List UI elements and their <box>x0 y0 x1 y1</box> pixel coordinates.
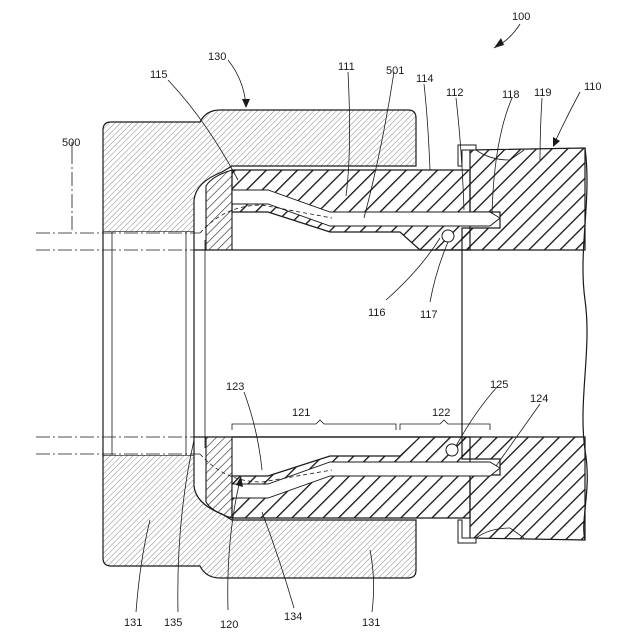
label-body-wall: 119 <box>534 87 552 99</box>
label-pipe-end: 501 <box>386 65 404 77</box>
pipe-bore <box>206 252 462 436</box>
label-outer-surface: 114 <box>416 73 434 85</box>
label-first-seal-part: 111 <box>338 61 355 73</box>
label-first-step: 112 <box>446 87 464 99</box>
label-first-protrusion: 117 <box>420 309 438 321</box>
label-thread: 118 <box>502 89 520 101</box>
label-assembly: 100 <box>512 11 530 23</box>
body-upper-section <box>462 148 585 250</box>
body-lower-section <box>462 437 585 540</box>
label-pipe: 500 <box>62 137 80 149</box>
label-sleeve: 120 <box>220 619 238 631</box>
label-lower-taper: 123 <box>226 381 244 393</box>
label-nut-section-right: 131 <box>362 617 380 629</box>
label-lower-thread: 124 <box>530 393 548 405</box>
label-lower-step: 122 <box>432 407 450 419</box>
nut-bore <box>103 232 194 455</box>
label-lower-protrusion: 125 <box>490 379 508 391</box>
sleeve-front-lower <box>206 437 232 518</box>
sleeve-front-upper <box>206 170 232 250</box>
seal-protrusion-upper <box>442 230 454 242</box>
label-nut: 130 <box>208 51 226 63</box>
label-sleeve-front: 134 <box>284 611 302 623</box>
label-upper-seal-part: 121 <box>292 407 310 419</box>
label-body: 110 <box>584 81 602 93</box>
label-nut-section-left: 131 <box>124 617 142 629</box>
sleeve-upper-section <box>232 170 470 250</box>
label-nut-inner: 135 <box>164 617 182 629</box>
label-first-groove: 116 <box>368 307 386 319</box>
label-inner-taper: 115 <box>150 69 168 81</box>
sleeve-lower-section <box>232 437 470 518</box>
